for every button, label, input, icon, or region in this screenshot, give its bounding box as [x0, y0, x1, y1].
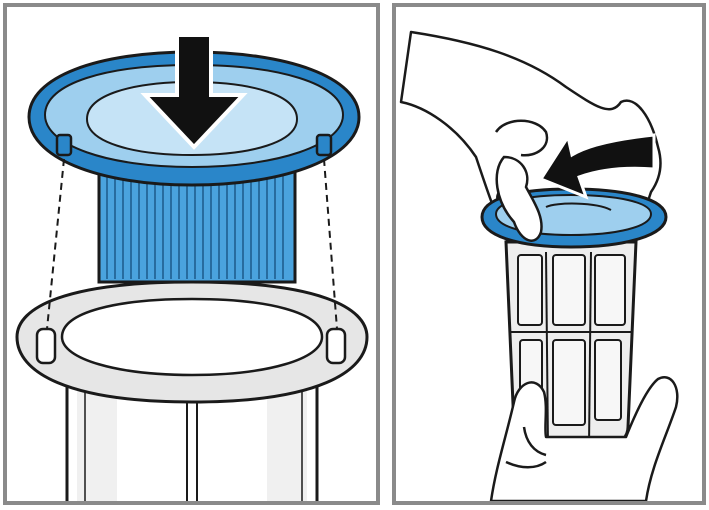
lock-slot-left — [35, 327, 57, 365]
alignment-guides — [46, 158, 338, 330]
lower-hand — [489, 376, 679, 501]
lock-pin-right — [315, 133, 333, 157]
step-panel-insert — [3, 3, 380, 505]
thumb — [495, 155, 543, 242]
down-arrow-icon — [140, 33, 248, 150]
filter-housing — [15, 280, 369, 501]
lock-slot-right — [325, 327, 347, 365]
twist-filter-illustration — [399, 30, 679, 501]
step-panel-twist — [392, 3, 706, 505]
lock-pin-left — [55, 133, 73, 157]
insert-filter-illustration — [15, 33, 369, 501]
curved-arrow-icon — [538, 133, 656, 200]
